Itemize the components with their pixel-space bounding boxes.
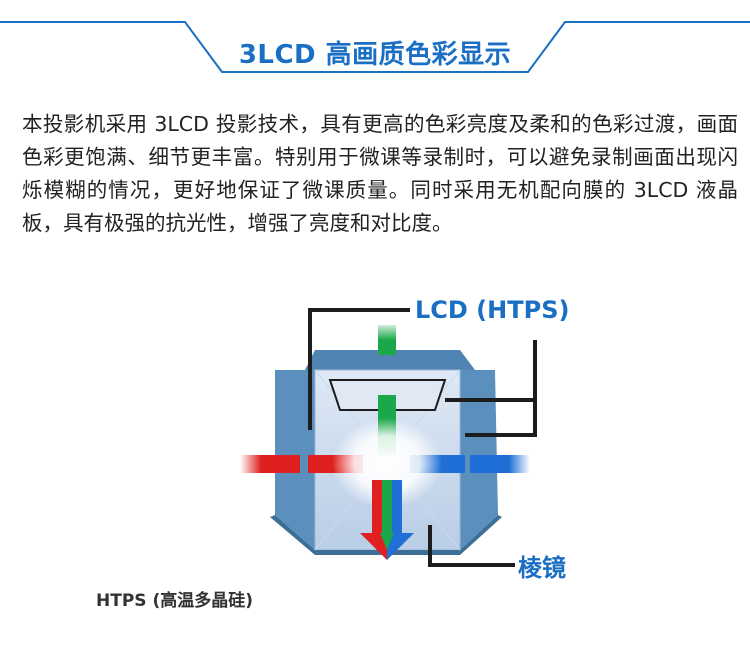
red-light-beam: [240, 455, 300, 473]
lcd-label: LCD (HTPS): [415, 296, 570, 324]
title-frame: [0, 21, 750, 73]
page-title: 3LCD 高画质色彩显示: [238, 40, 512, 70]
title-frame-line: [0, 21, 750, 73]
output-arrow: [360, 480, 414, 560]
callout-lcd-right-2: [465, 400, 537, 437]
lcd-panel-top: [305, 350, 475, 370]
prism-label: 棱镜: [518, 554, 566, 582]
htps-caption: HTPS (高温多晶硅): [96, 591, 253, 611]
callout-lcd: [308, 308, 410, 430]
green-light-beam-top: [378, 325, 396, 355]
callout-prism: [428, 525, 515, 567]
light-combine-glow: [332, 418, 442, 508]
prism-diagram: [240, 308, 537, 567]
blue-light-beam: [470, 455, 530, 473]
intro-paragraph: 本投影机采用 3LCD 投影技术，具有更高的色彩亮度及柔和的色彩过渡，画面色彩更…: [22, 112, 738, 235]
